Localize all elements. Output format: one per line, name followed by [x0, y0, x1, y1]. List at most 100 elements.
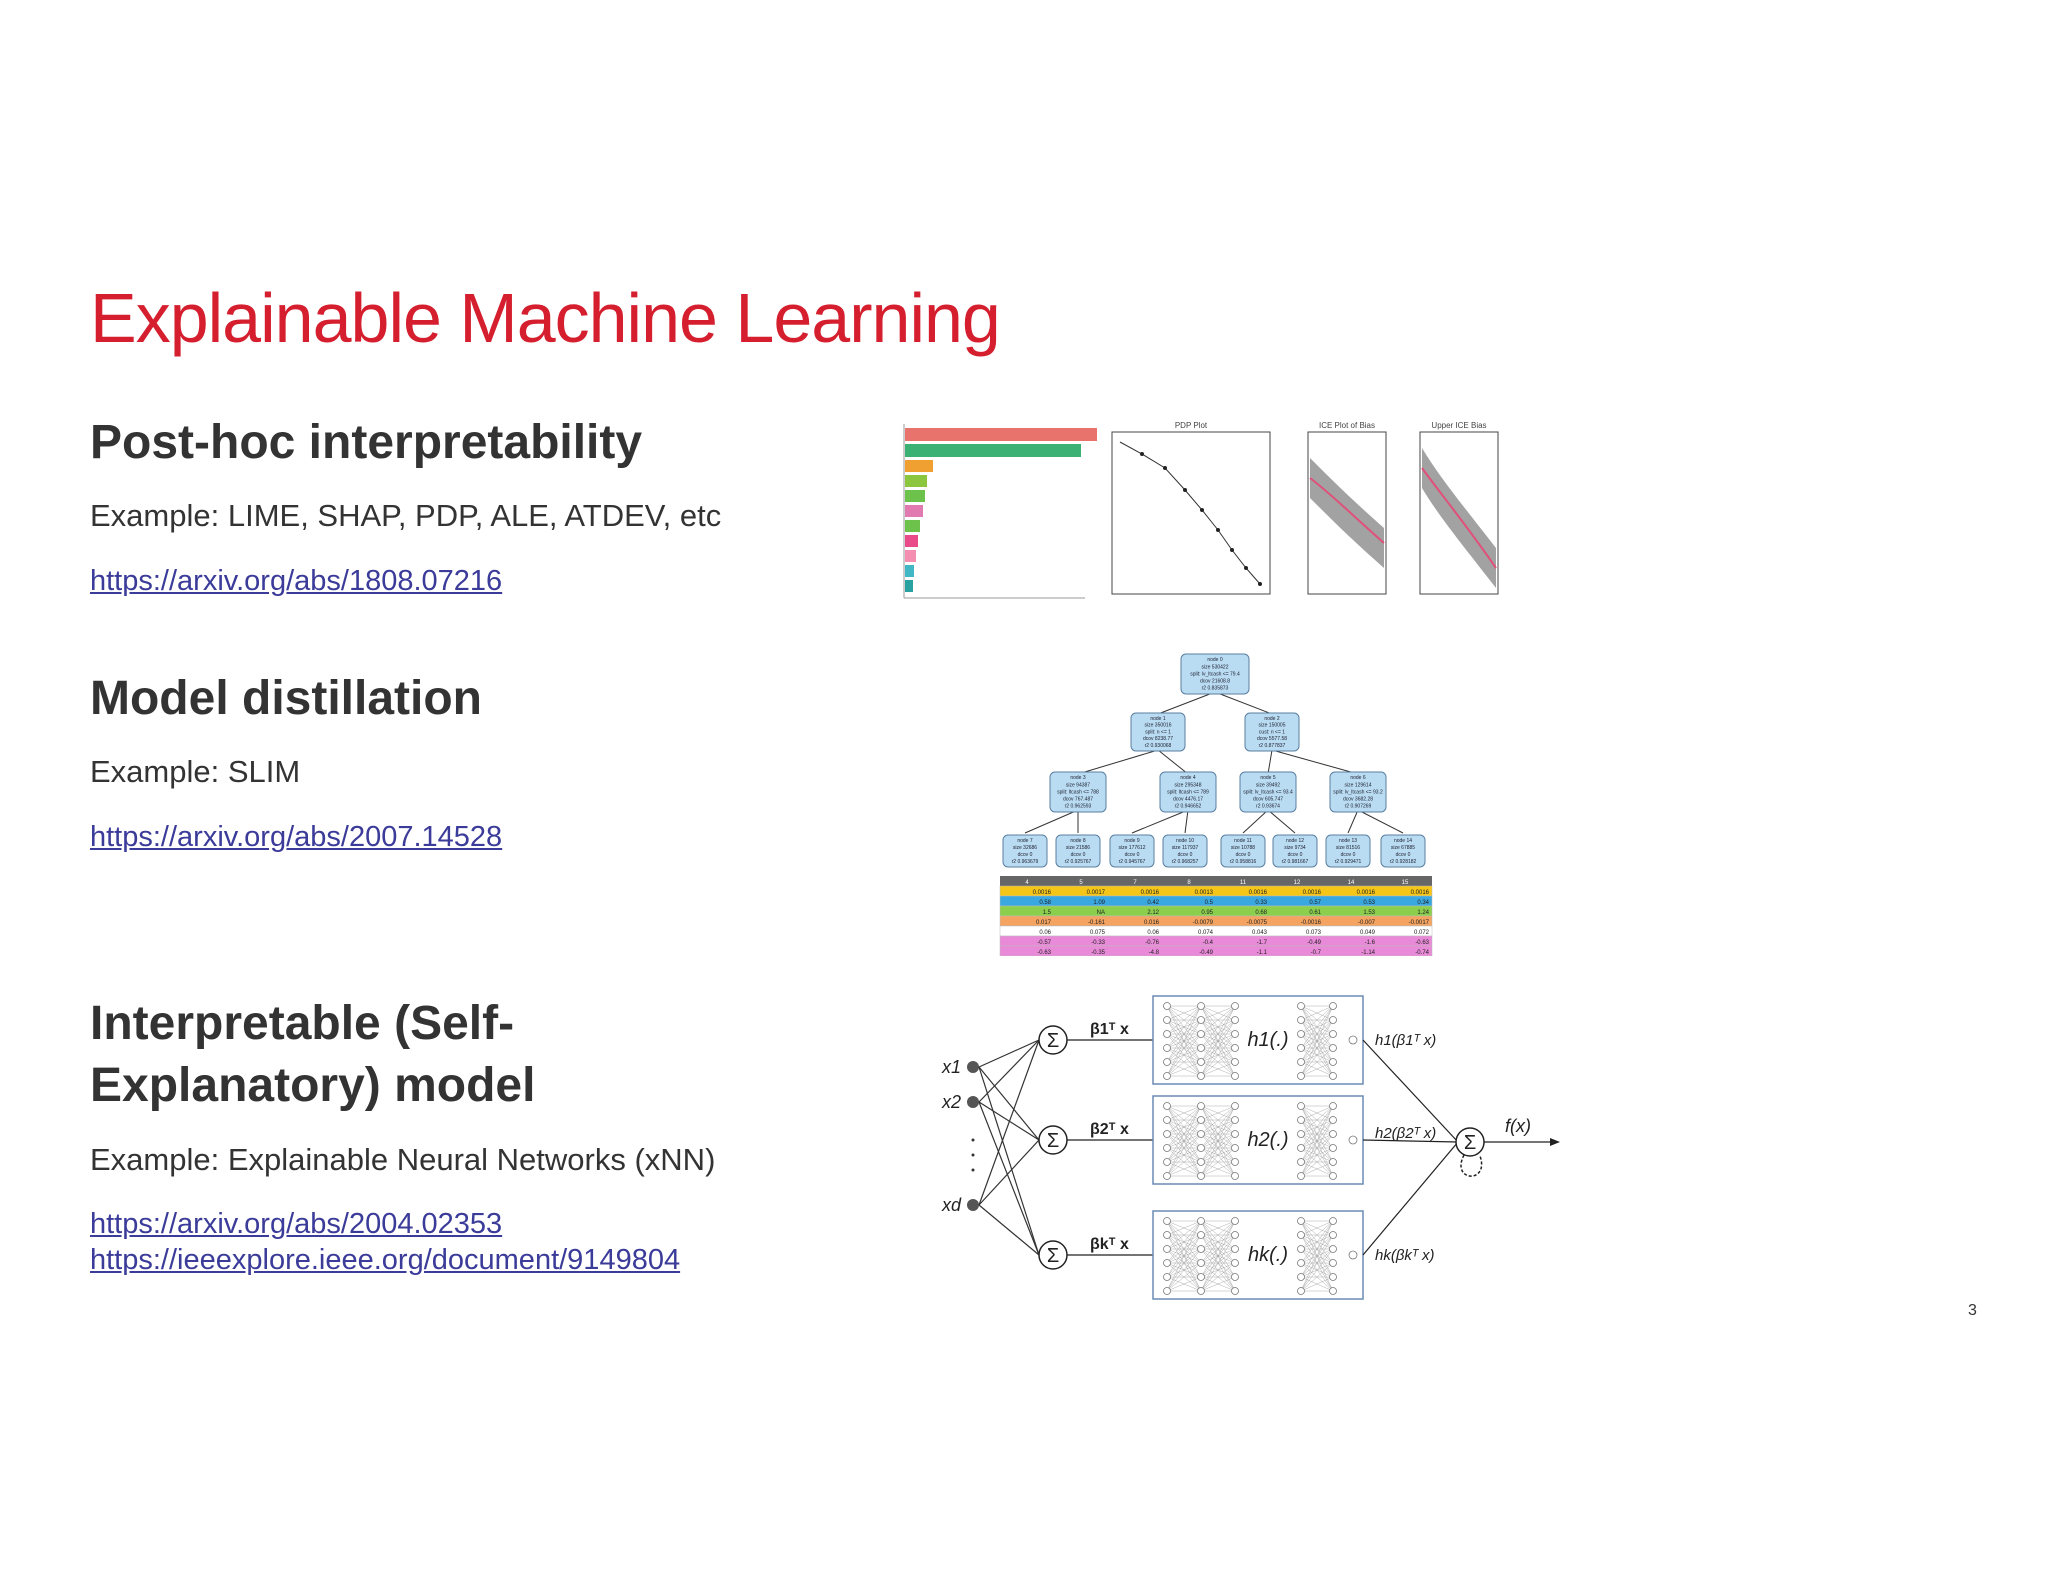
leaf-table-cell: 0.0016 [1141, 890, 1160, 896]
leaf-table-cell: -0.4 [1203, 940, 1214, 946]
xnn-subnet-neuron [1163, 1245, 1171, 1253]
link-ieee-9149804[interactable]: https://ieeexplore.ieee.org/document/914… [90, 1244, 681, 1276]
xnn-ellipsis-dot [971, 1168, 975, 1172]
xnn-subnet-edge [1166, 1147, 1202, 1177]
xnn-subnet-edge [1300, 1220, 1334, 1264]
xnn-sum-symbol: Σ [1047, 1030, 1059, 1052]
tree-edge [1024, 809, 1079, 834]
xnn-subnet-neuron [1329, 1259, 1337, 1267]
xnn-subnet-neuron [1197, 1044, 1205, 1052]
leaf-table-cell: 0.0016 [1249, 890, 1268, 896]
leaf-table-cell: -4.8 [1149, 950, 1160, 956]
xnn-subnet-edge [1300, 1147, 1334, 1177]
tree-node-box [1109, 834, 1155, 868]
link-arxiv-2007-14528[interactable]: https://arxiv.org/abs/2007.14528 [90, 821, 503, 853]
xnn-subnet-edge [1300, 1019, 1334, 1077]
tree-node-text: dcov 0 [1236, 852, 1251, 858]
xnn-subnet-neuron [1197, 1102, 1205, 1110]
importance-bar [905, 565, 914, 577]
xnn-input-label: x2 [941, 1092, 961, 1112]
xnn-output-edge [1362, 1039, 1459, 1143]
leaf-table-cell: 2.12 [1147, 910, 1159, 916]
tree-node-text: size 9734 [1284, 845, 1306, 851]
leaf-table-cell: -0.63 [1037, 950, 1051, 956]
tree-edge [1267, 749, 1273, 775]
tree-node-text: size 150005 [1259, 723, 1286, 729]
leaf-table-cell: -0.49 [1199, 950, 1213, 956]
tree-node-text: size 10788 [1231, 845, 1255, 851]
xnn-subnet-edge [1300, 1047, 1334, 1077]
xnn-subnet-edge [1300, 1133, 1334, 1177]
xnn-input-edge [978, 1101, 1040, 1256]
xnn-subnet-neuron [1163, 1172, 1171, 1180]
importance-bar-chart [903, 424, 1097, 599]
xnn-subnet-edge [1166, 1220, 1202, 1292]
leaf-table-cell: -0.35 [1091, 950, 1105, 956]
xnn-subnet-neuron [1231, 1217, 1239, 1225]
tree-node-text: node 0 [1207, 657, 1223, 663]
leaf-table-cell: -0.0017 [1409, 920, 1430, 926]
leaf-table-cell: -0.76 [1145, 940, 1159, 946]
xnn-subnet-neuron [1231, 1231, 1239, 1239]
tree-node-text: split: lv_ltcash <= 79.4 [1190, 671, 1240, 677]
xnn-subnet-neuron [1297, 1158, 1305, 1166]
leaf-table-cell: -0.63 [1415, 940, 1429, 946]
tree-node-box [1239, 771, 1297, 813]
tree-node-text: split: n <= 1 [1145, 729, 1171, 735]
xnn-subnet-edge [1166, 1033, 1202, 1077]
tree-node-text: node 10 [1176, 838, 1194, 844]
tree-node-text: dcov 767.487 [1063, 797, 1093, 803]
importance-bar [905, 490, 925, 502]
xnn-subnet-edge [1300, 1033, 1334, 1077]
leaf-table-cell: 0.016 [1144, 920, 1160, 926]
xnn-subnet-neuron [1329, 1245, 1337, 1253]
leaf-table-cell: 0.5 [1205, 900, 1214, 906]
tree-node-text: dcov 0 [1341, 852, 1356, 858]
leaf-table-cell: 0.61 [1309, 910, 1321, 916]
xnn-subnet-edge [1200, 1105, 1236, 1121]
leaf-table-cell: 0.074 [1198, 930, 1214, 936]
xnn-input-edge [978, 1039, 1040, 1103]
link-arxiv-1808-07216[interactable]: https://arxiv.org/abs/1808.07216 [90, 565, 503, 597]
tree-node-text: node 7 [1017, 838, 1033, 844]
xnn-subnet-edge [1166, 1105, 1202, 1135]
link-arxiv-2004-02353[interactable]: https://arxiv.org/abs/2004.02353 [90, 1208, 503, 1240]
tree-edge [1267, 809, 1296, 834]
leaf-table-cell: -0.7 [1311, 950, 1322, 956]
xnn-subnet-neuron [1163, 1044, 1171, 1052]
tree-node-text: size 32686 [1013, 845, 1037, 851]
leaf-table-header-cell: 11 [1240, 880, 1247, 886]
xnn-subnet-neuron [1329, 1130, 1337, 1138]
xnn-subnet-edge [1200, 1234, 1236, 1292]
xnn-subnet-neuron [1297, 1030, 1305, 1038]
xnn-subnet-label: h2(.) [1247, 1129, 1288, 1151]
tree-node-text: split: lv_ltcash <= 93.4 [1243, 789, 1293, 795]
tree-node-text: node 11 [1234, 838, 1252, 844]
xnn-subnet-neuron [1231, 1259, 1239, 1267]
xnn-subnet-edge [1300, 1105, 1334, 1163]
tree-node-box [1272, 834, 1318, 868]
xnn-subnet-edge [1200, 1105, 1236, 1163]
tree-node-text: size 21586 [1066, 845, 1090, 851]
leaf-table-cell: 1.53 [1363, 910, 1375, 916]
leaf-table-cell: -0.57 [1037, 940, 1051, 946]
xnn-subnet-neuron [1163, 1072, 1171, 1080]
xnn-subnet-edge [1300, 1276, 1334, 1292]
xnn-subnet-output-neuron [1348, 1035, 1358, 1045]
tree-edge [1184, 809, 1189, 834]
tree-node-box [1162, 834, 1208, 868]
xnn-subnet-edge [1200, 1220, 1236, 1278]
xnn-subnet-neuron [1197, 1287, 1205, 1295]
xnn-projection-label: β2ᵀ x [1090, 1121, 1129, 1138]
leaf-table-cell: 0.017 [1036, 920, 1052, 926]
xnn-subnet-edge [1166, 1005, 1202, 1049]
tree-node-text: r2 0.877837 [1259, 743, 1286, 749]
